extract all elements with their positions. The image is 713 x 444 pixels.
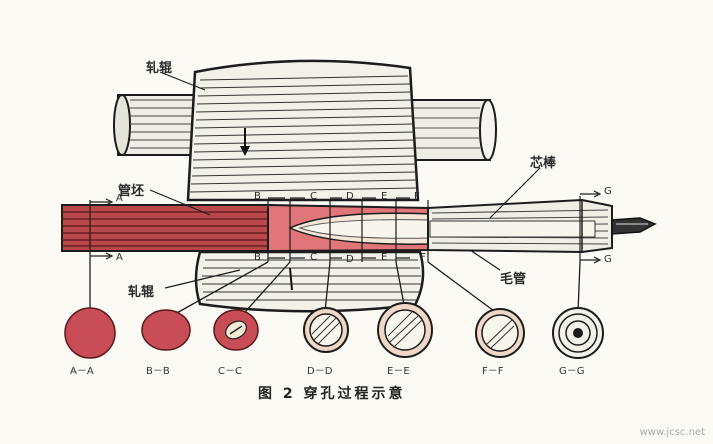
upper-roll-right-shaft — [404, 99, 497, 161]
leader-lines — [89, 258, 581, 315]
mandrel-label: 芯棒 — [530, 156, 557, 171]
section-mark-c-bottom: C — [310, 252, 317, 263]
caption-e-e: E－E — [387, 366, 410, 377]
section-mark-b-top: B — [254, 191, 261, 202]
section-mark-b-bottom: B — [254, 252, 261, 263]
section-mark-d-bottom: D — [346, 254, 354, 265]
upper-roll-label: 轧辊 — [146, 61, 173, 76]
section-mark-c-top: C — [310, 191, 317, 202]
section-mark-e-bottom: E — [381, 252, 388, 263]
cross-section-g — [552, 307, 604, 359]
label-leaders — [149, 71, 541, 289]
cross-section-a — [64, 307, 116, 359]
lower-roll-label: 轧辊 — [128, 285, 155, 300]
section-mark-e-top: E — [381, 191, 388, 202]
cross-section-f — [475, 308, 525, 358]
caption-b-b: B－B — [146, 366, 170, 377]
section-mark-f-top: F — [414, 191, 420, 202]
lower-roll — [194, 250, 425, 313]
cross-section-b — [141, 309, 191, 351]
shell-label: 毛管 — [500, 272, 527, 287]
caption-f-f: F－F — [482, 366, 504, 377]
upper-roll — [186, 59, 420, 202]
section-mark-a-top: A — [116, 193, 123, 204]
section-mark-g-bottom: G — [604, 254, 612, 265]
hollow-shell — [427, 198, 613, 254]
billet — [61, 204, 273, 252]
cross-section-c — [213, 309, 259, 351]
caption-d-d: D－D — [307, 366, 333, 377]
caption-c-c: C－C — [218, 366, 242, 377]
upper-roll-left-shaft — [113, 94, 199, 156]
billet-label: 管坯 — [118, 184, 145, 199]
section-mark-a-bottom: A — [116, 252, 123, 263]
watermark: www.jcsc.net — [639, 427, 705, 438]
mandrel-rod — [611, 217, 657, 235]
deformation-zone — [267, 203, 431, 253]
cross-section-e — [377, 302, 433, 358]
section-mark-d-top: D — [346, 191, 354, 202]
caption-a-a: A－A — [70, 366, 94, 377]
section-mark-f-bottom: F — [420, 252, 426, 263]
cross-section-d — [303, 307, 349, 353]
section-mark-g-top: G — [604, 186, 612, 197]
figure-caption: 图 2 穿孔过程示意 — [258, 386, 406, 402]
caption-g-g: G－G — [559, 366, 585, 377]
section-lines — [89, 190, 602, 264]
